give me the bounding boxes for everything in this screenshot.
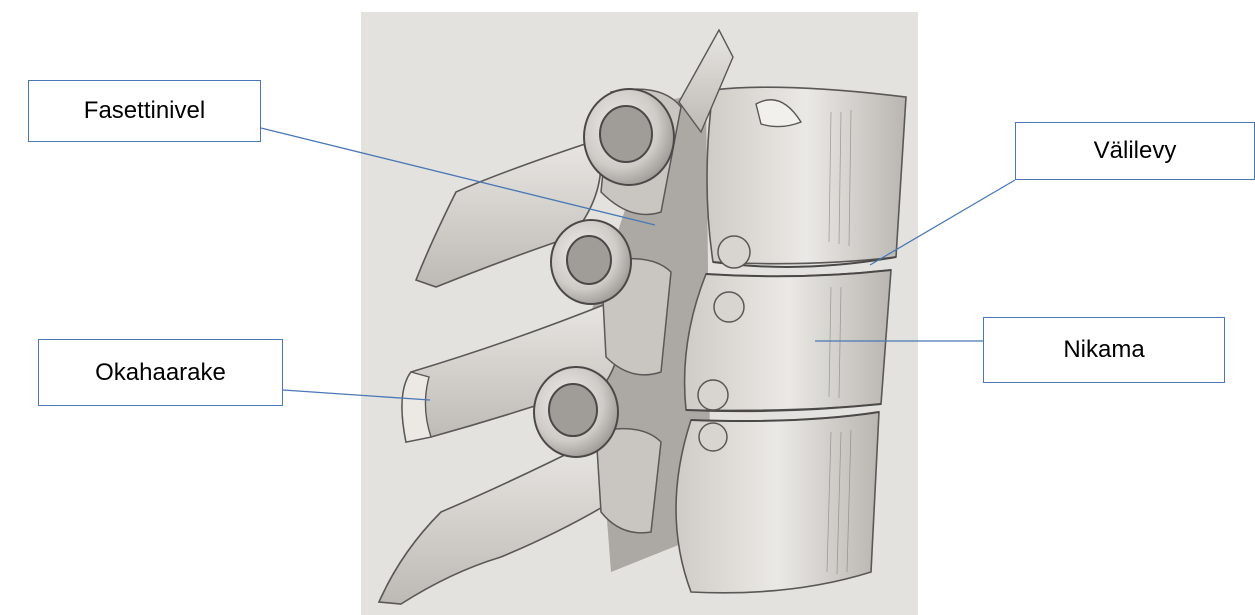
label-okahaarake: Okahaarake [38,339,283,406]
spine-illustration [361,12,918,615]
label-fasettinivel: Fasettinivel [28,80,261,142]
spine-drawing-svg [361,12,918,615]
label-valilevy: Välilevy [1015,122,1255,180]
vertebral-bodies [676,87,906,593]
label-nikama: Nikama [983,317,1225,383]
label-fasettinivel-text: Fasettinivel [84,97,205,125]
spinous-process-3 [379,442,614,604]
label-okahaarake-text: Okahaarake [95,359,226,387]
label-nikama-text: Nikama [1063,336,1144,364]
label-valilevy-text: Välilevy [1094,137,1177,165]
